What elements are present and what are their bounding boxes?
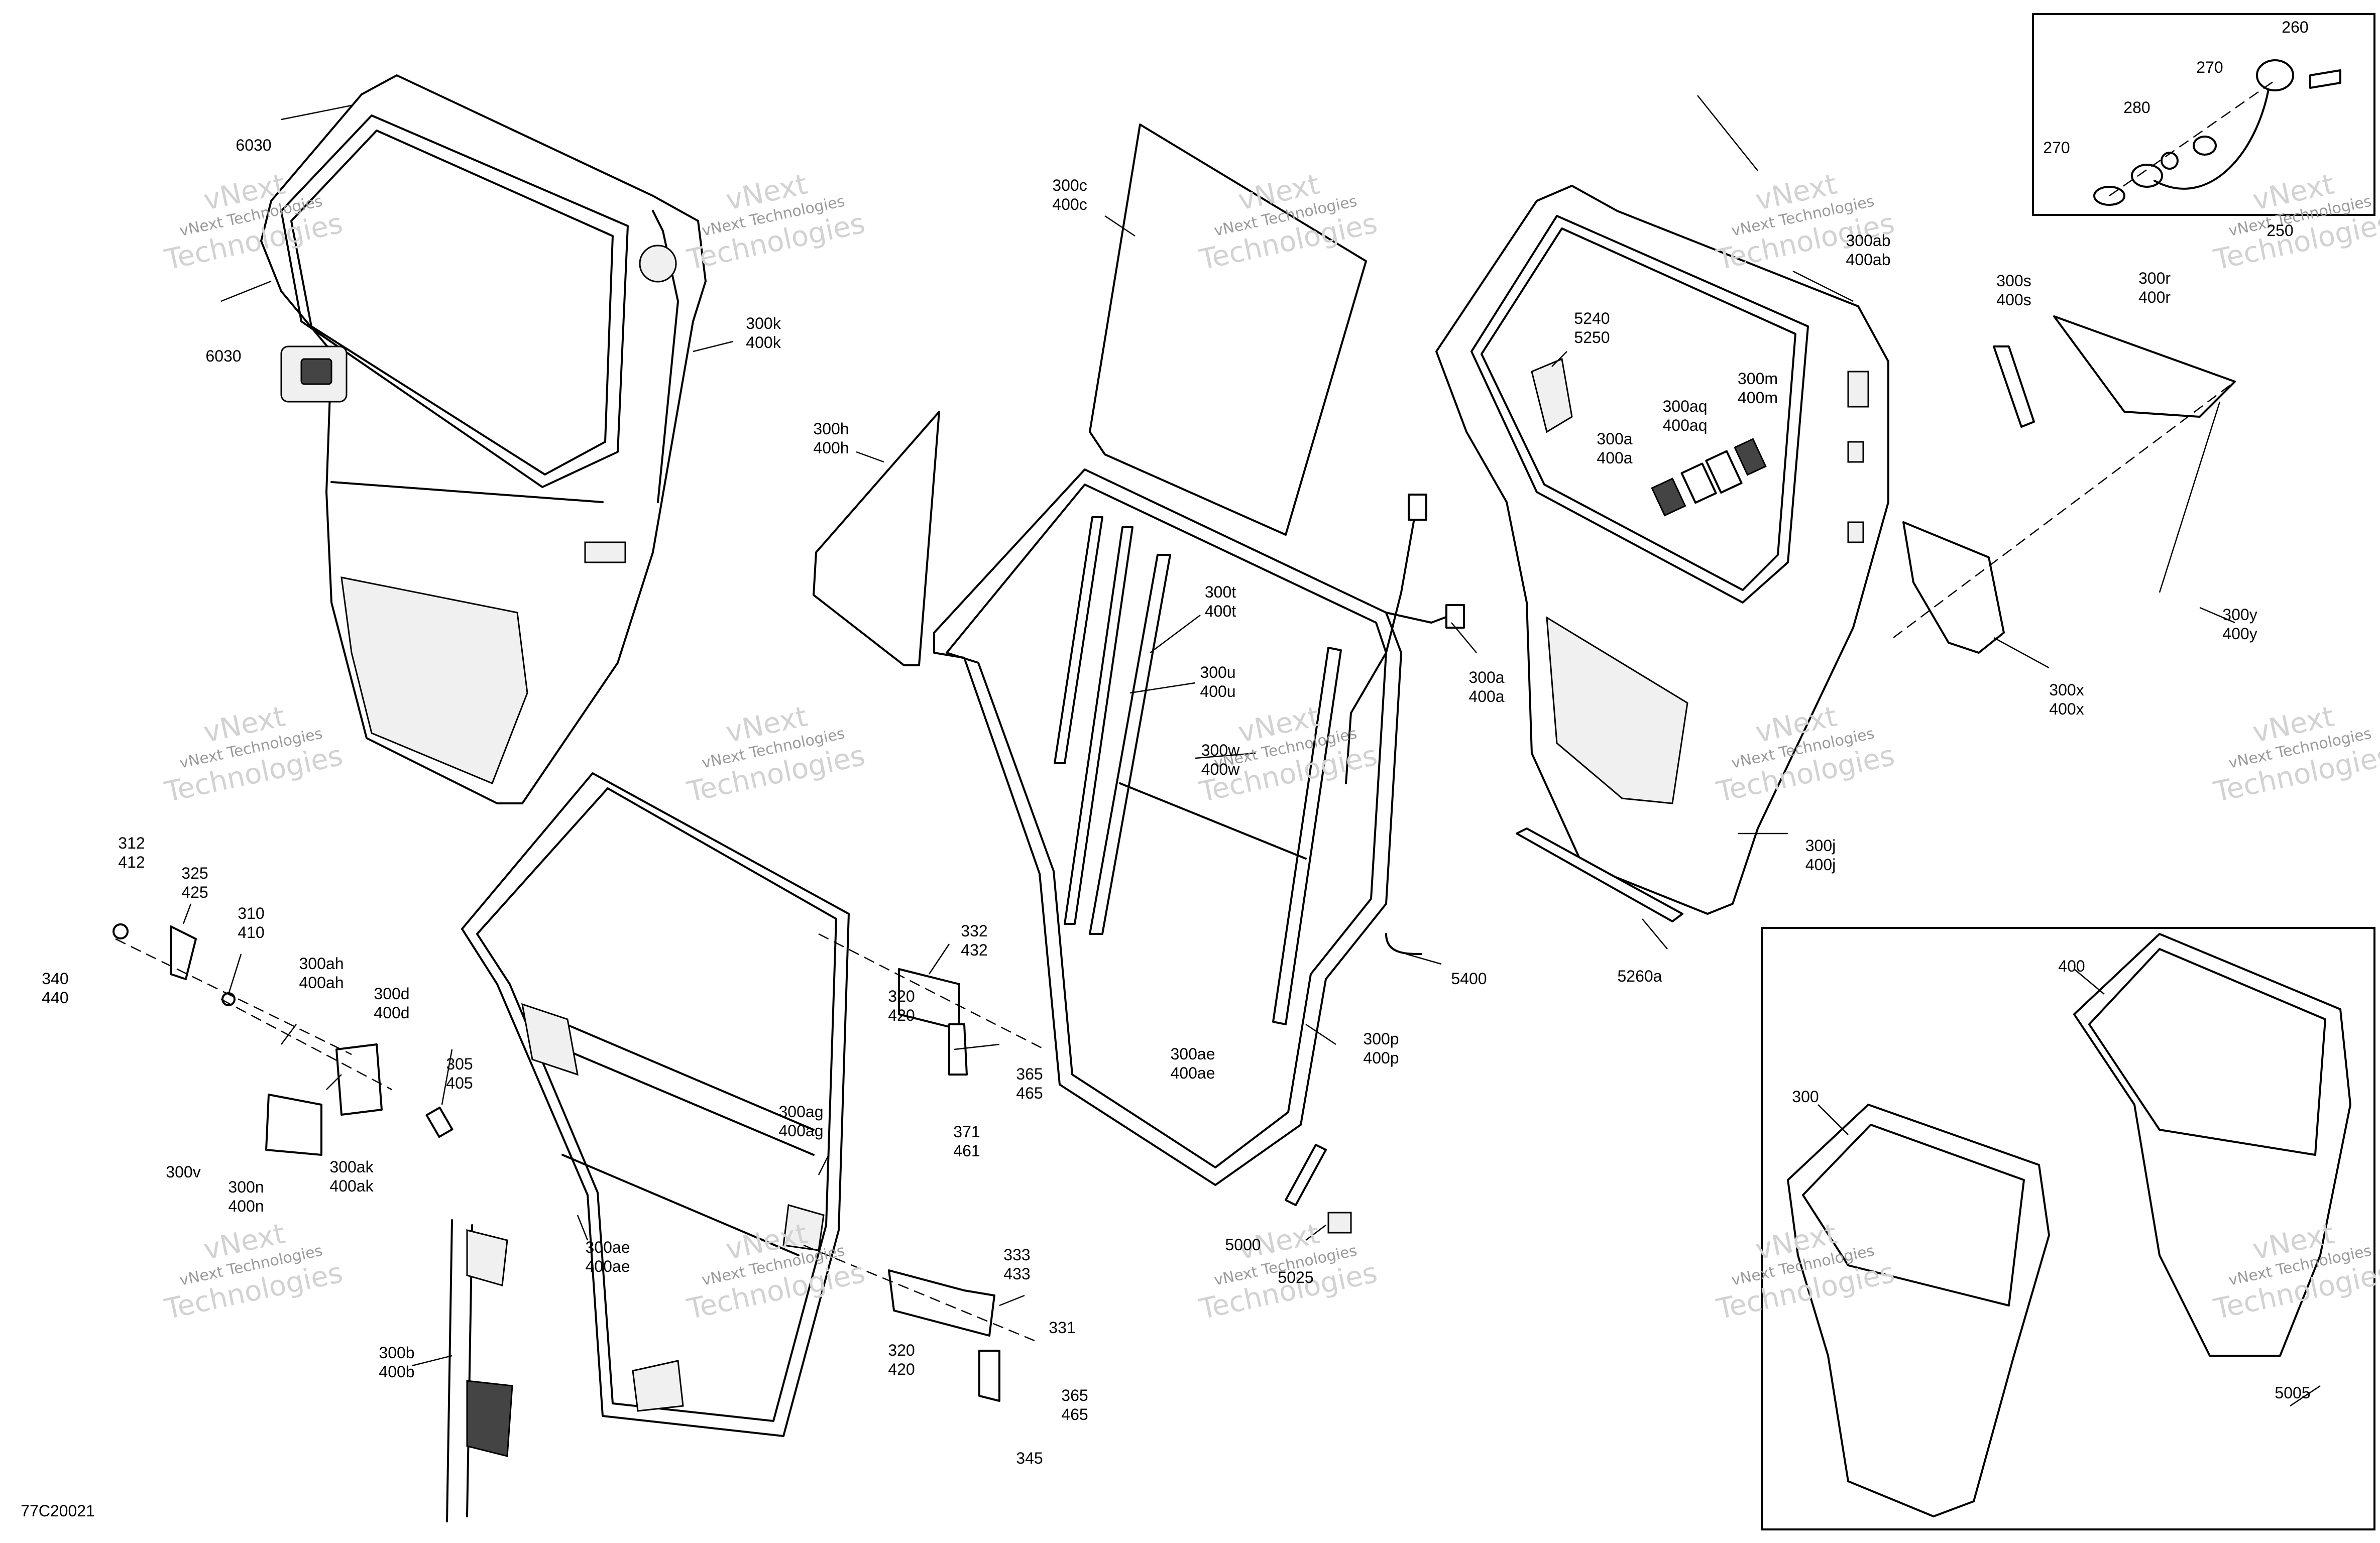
callout-250: 250 bbox=[2266, 221, 2293, 240]
callout-300: 300 bbox=[1792, 1088, 1819, 1106]
window-glass bbox=[1089, 124, 1367, 536]
callout-5025: 5025 bbox=[1278, 1268, 1313, 1286]
trim-cover bbox=[2053, 315, 2236, 418]
grab-strap bbox=[1993, 345, 2035, 428]
inner-door-panel bbox=[1435, 185, 1889, 915]
assembly-lines bbox=[115, 79, 2276, 1342]
sill-strip bbox=[1516, 827, 1683, 922]
callout-5260a: 5260a bbox=[1618, 967, 1662, 985]
door-frame bbox=[461, 772, 850, 1437]
door-assembly-inset-box bbox=[1761, 927, 2375, 1530]
window-regulator bbox=[446, 1219, 513, 1522]
diagram-code: 77C20021 bbox=[21, 1502, 95, 1520]
callout-280: 280 bbox=[2123, 98, 2150, 116]
callout-5000: 5000 bbox=[1225, 1236, 1261, 1254]
callout-5005: 5005 bbox=[2275, 1384, 2310, 1402]
callout-260: 260 bbox=[2282, 18, 2308, 36]
callout-400: 400 bbox=[2058, 957, 2085, 975]
block-5025 bbox=[1327, 1212, 1352, 1234]
leader-lines bbox=[182, 95, 2321, 1407]
assembled-door-300 bbox=[1787, 1104, 2050, 1517]
storage-pocket bbox=[1902, 521, 2005, 654]
callout-270-a: 270 bbox=[2196, 58, 2223, 76]
mirror-detail bbox=[2093, 59, 2341, 206]
assembled-door-400 bbox=[2073, 933, 2351, 1357]
latch-parts-middle bbox=[888, 968, 1000, 1402]
callout-270-b: 270 bbox=[2043, 139, 2070, 157]
callout-6030-a: 6030 bbox=[236, 136, 271, 154]
wire-harness bbox=[1345, 494, 1465, 784]
window-channels bbox=[1054, 516, 1342, 1025]
callout-345: 345 bbox=[1016, 1449, 1043, 1467]
quarter-glass bbox=[813, 411, 940, 666]
clip-5000 bbox=[1285, 1144, 1327, 1206]
outer-door-panel bbox=[260, 74, 707, 804]
window-seal-frame bbox=[933, 468, 1402, 1186]
callout-300v: 300v bbox=[166, 1163, 200, 1181]
clip-5400 bbox=[1385, 933, 1422, 955]
mirror-detail-inset-box bbox=[2032, 13, 2375, 216]
callout-331: 331 bbox=[1049, 1319, 1075, 1337]
interior-handle-parts bbox=[1651, 438, 1767, 517]
callout-6030-b: 6030 bbox=[205, 347, 241, 365]
callout-5400: 5400 bbox=[1451, 970, 1487, 988]
latch-parts-left bbox=[112, 923, 454, 1156]
